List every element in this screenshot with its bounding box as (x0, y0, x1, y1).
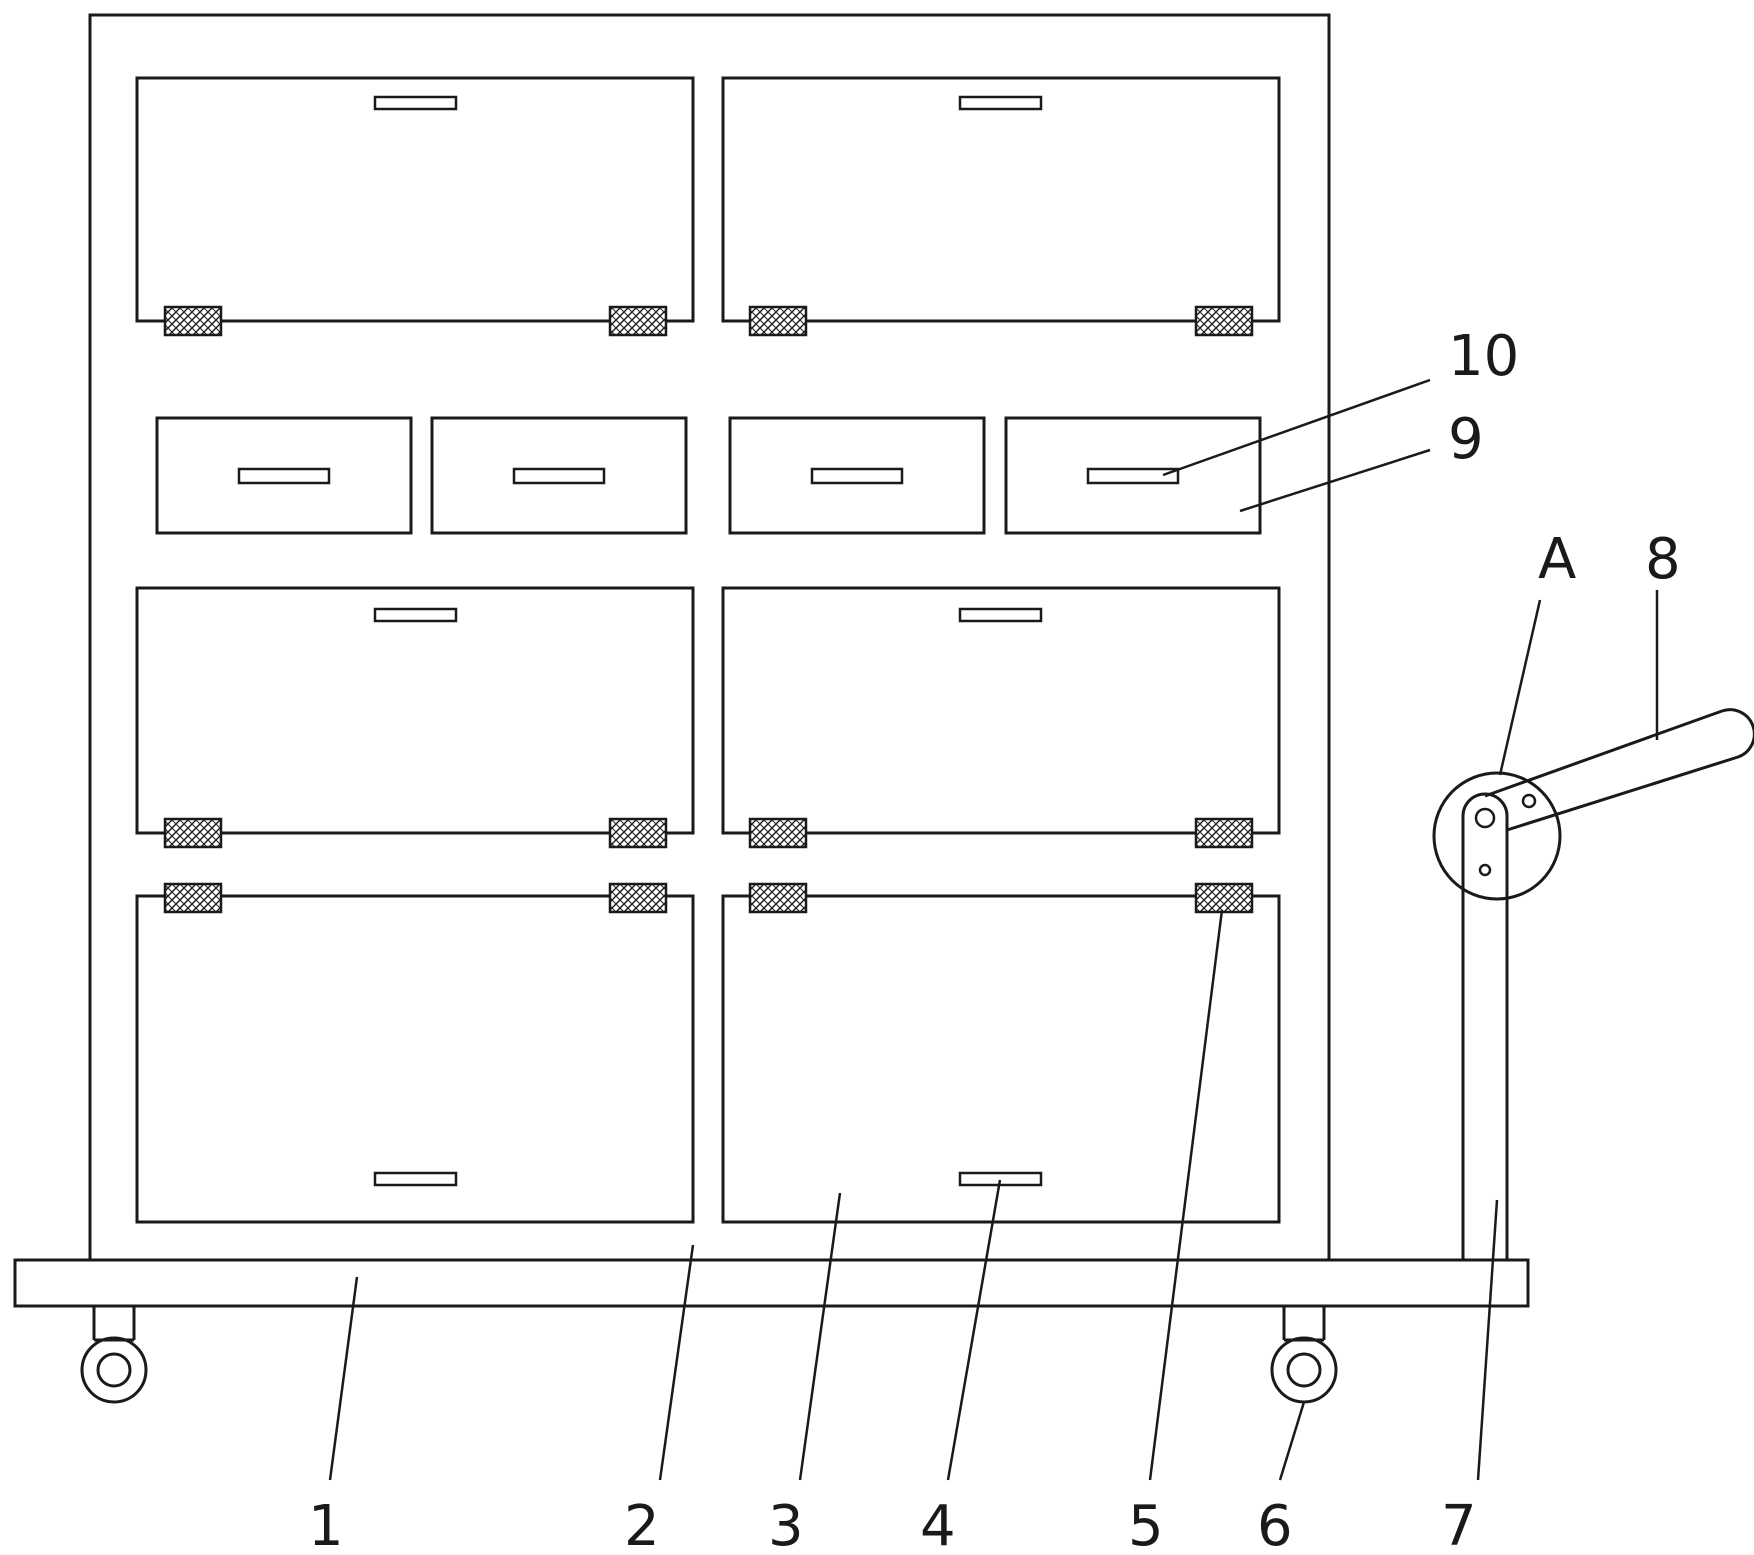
door-handle[interactable] (373, 95, 458, 111)
hinge (748, 305, 808, 337)
detail-a-circle (1432, 771, 1562, 901)
door-middle-left[interactable] (135, 586, 695, 835)
hinge (163, 305, 223, 337)
hinge (163, 882, 223, 914)
callout-7: 7 (1441, 1494, 1477, 1555)
callout-3: 3 (768, 1494, 804, 1555)
hinge (608, 305, 668, 337)
door-top-left[interactable] (135, 76, 695, 323)
leader-lines (328, 378, 1659, 1481)
base-plate (13, 1258, 1530, 1308)
push-post (1461, 792, 1509, 1260)
callout-5: 5 (1128, 1494, 1164, 1555)
drawer-3[interactable] (728, 416, 986, 535)
door-handle[interactable] (958, 607, 1043, 623)
callout-8: 8 (1645, 527, 1681, 592)
hinge (748, 817, 808, 849)
hinge (163, 817, 223, 849)
callout-10: 10 (1448, 324, 1519, 389)
hinge (748, 882, 808, 914)
door-bottom-left[interactable] (135, 894, 695, 1224)
callout-1: 1 (308, 1494, 344, 1555)
drawer-2[interactable] (430, 416, 688, 535)
hinge (1194, 882, 1254, 914)
hinge (1194, 817, 1254, 849)
caster-right (1270, 1306, 1338, 1404)
drawer-handle[interactable] (1086, 467, 1180, 485)
cabinet-frame (88, 13, 1331, 1262)
callout-a: A (1538, 527, 1576, 592)
hinge (1194, 305, 1254, 337)
hinge (608, 882, 668, 914)
door-handle[interactable] (958, 1171, 1043, 1187)
door-handle[interactable] (373, 1171, 458, 1187)
drawer-4[interactable] (1004, 416, 1262, 535)
callout-6: 6 (1257, 1494, 1293, 1555)
callout-4: 4 (920, 1494, 956, 1555)
door-handle[interactable] (373, 607, 458, 623)
drawer-handle[interactable] (810, 467, 904, 485)
door-top-right[interactable] (721, 76, 1281, 323)
callout-2: 2 (624, 1494, 660, 1555)
door-handle[interactable] (958, 95, 1043, 111)
push-handle-bar[interactable] (1484, 708, 1754, 832)
door-bottom-right[interactable] (721, 894, 1281, 1224)
callout-9: 9 (1448, 407, 1484, 472)
hinge (608, 817, 668, 849)
caster-left (80, 1306, 148, 1404)
door-middle-right[interactable] (721, 586, 1281, 835)
drawer-handle[interactable] (237, 467, 331, 485)
drawer-handle[interactable] (512, 467, 606, 485)
drawer-1[interactable] (155, 416, 413, 535)
